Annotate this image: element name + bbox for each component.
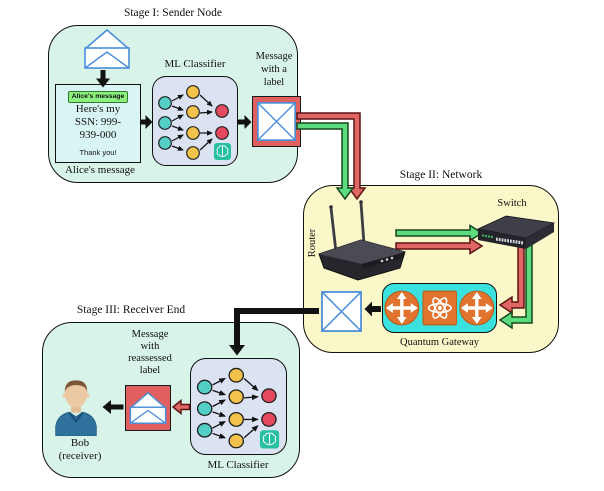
- quantum-gateway-label: Quantum Gateway: [399, 337, 480, 348]
- alice-message-caption: Alice's message: [64, 164, 136, 176]
- reassessed-envelope-icon: [129, 392, 167, 424]
- message-line: 939-000: [79, 129, 117, 142]
- switch-icon: [476, 215, 556, 249]
- gateway-atom-icon: [422, 290, 457, 326]
- ml-classifier-label-stage3: ML Classifier: [207, 459, 269, 471]
- alice-message-tag: Alice's message: [67, 90, 129, 103]
- router-label: Router: [307, 228, 318, 258]
- ai-brain-chip-icon: [259, 430, 280, 449]
- stage3-title: Stage III: Receiver End: [76, 304, 186, 316]
- router-icon: [318, 200, 406, 281]
- receiver-label: Bob (receiver): [58, 437, 102, 463]
- stage2-title: Stage II: Network: [399, 169, 483, 181]
- neural-network-stage1: [158, 85, 231, 160]
- network-envelope-icon: [321, 291, 362, 332]
- bob-avatar: [55, 380, 97, 436]
- neural-network-stage3: [196, 367, 280, 449]
- labeled-message-caption: Message with a label: [255, 51, 293, 89]
- gateway-route-icon: [384, 290, 420, 326]
- ai-brain-chip-icon: [214, 143, 231, 160]
- reassessed-message-caption: Message with reassessed label: [128, 329, 172, 377]
- sender-envelope-icon: [84, 29, 130, 69]
- labeled-message-envelope-icon: [257, 102, 296, 141]
- message-line: SSN: 999-: [74, 116, 122, 129]
- ml-classifier-label-stage1: ML Classifier: [164, 58, 226, 70]
- message-thanks: Thank you!: [79, 147, 117, 157]
- stage1-title: Stage I: Sender Node: [123, 7, 223, 19]
- gateway-route-icon: [459, 290, 495, 326]
- quantum-gateway-box: [382, 283, 497, 333]
- alice-message-box: Alice's message Here's my SSN: 999- 939-…: [55, 84, 141, 163]
- switch-label: Switch: [497, 198, 527, 209]
- message-line: Here's my: [75, 103, 121, 115]
